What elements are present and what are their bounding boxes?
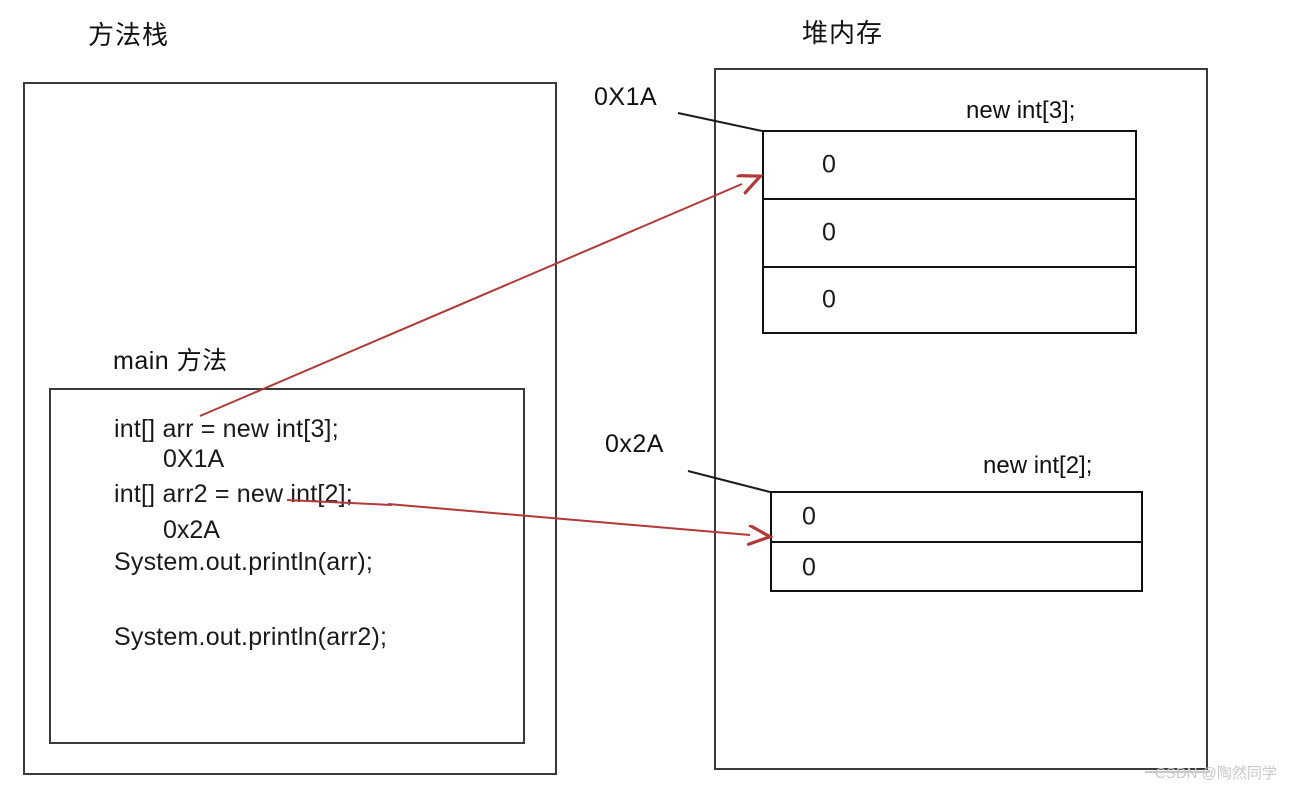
array-cell: 0 (772, 493, 1141, 543)
address-label-0x2a: 0x2A (605, 430, 664, 458)
array-cell: 0 (764, 132, 1135, 200)
code-line-arr-address: 0X1A (163, 445, 225, 473)
code-line-declare-arr: int[] arr = new int[3]; (114, 415, 339, 443)
array-cell-value: 0 (822, 285, 836, 314)
array-caption-int-3: new int[3]; (966, 97, 1076, 124)
array-box-int-2: 0 0 (770, 491, 1143, 592)
stack-region-title: 方法栈 (88, 20, 170, 50)
code-line-println-arr2: System.out.println(arr2); (114, 623, 388, 651)
array-cell: 0 (764, 200, 1135, 268)
heap-outer-box (714, 68, 1208, 770)
watermark: CSDN @陶然同学 (1155, 765, 1277, 782)
stack-outer-box (23, 82, 557, 775)
code-line-declare-arr2: int[] arr2 = new int[2]; (114, 480, 353, 508)
code-line-println-arr: System.out.println(arr); (114, 548, 374, 576)
main-method-label: main 方法 (113, 347, 228, 375)
array-cell: 0 (772, 543, 1141, 592)
array-cell-value: 0 (802, 553, 816, 581)
array-cell-value: 0 (822, 150, 836, 179)
array-cell-value: 0 (822, 218, 836, 247)
code-line-arr2-address: 0x2A (163, 516, 220, 544)
array-caption-int-2: new int[2]; (983, 452, 1093, 479)
address-label-0x1a: 0X1A (594, 83, 658, 111)
array-cell-value: 0 (802, 502, 816, 531)
heap-region-title: 堆内存 (802, 18, 884, 48)
array-box-int-3: 0 0 0 (762, 130, 1137, 334)
array-cell: 0 (764, 268, 1135, 332)
